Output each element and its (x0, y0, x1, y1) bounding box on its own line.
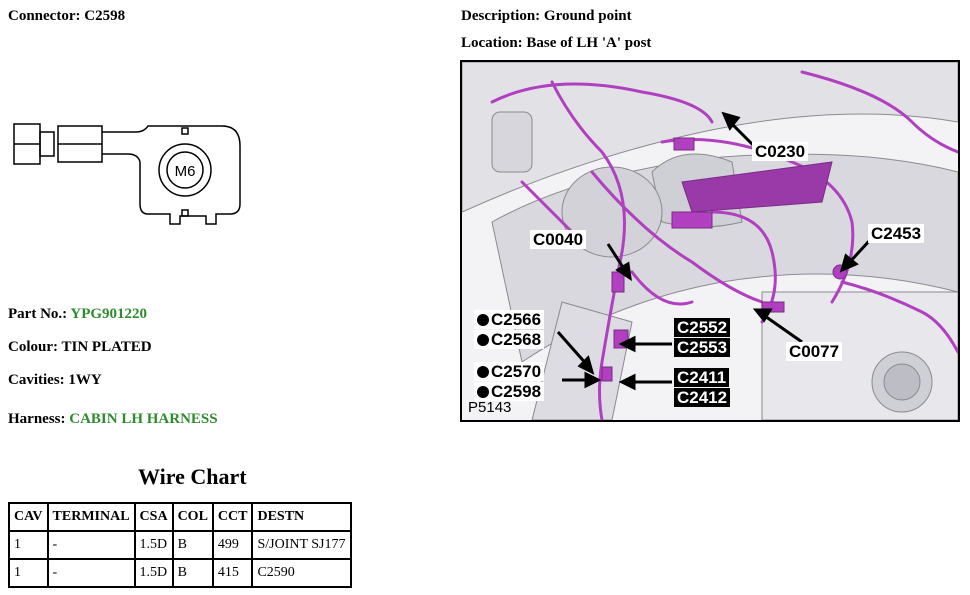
harness-field: Harness: CABIN LH HARNESS (8, 411, 218, 428)
table-row: 1 - 1.5D B 499 S/JOINT SJ177 (8, 530, 352, 560)
cell-terminal: - (46, 530, 136, 560)
header-col: COL (171, 502, 214, 532)
description-field: Description: Ground point (461, 8, 632, 25)
callout-c0040[interactable]: C0040 (530, 230, 587, 249)
wire-chart-table: CAV TERMINAL CSA COL CCT DESTN 1 - 1.5D … (8, 502, 352, 588)
cell-col: B (171, 558, 214, 588)
callout-c2598[interactable]: C2598 (474, 382, 545, 401)
cell-csa: 1.5D (133, 530, 174, 560)
cavities-label: Cavities: (8, 372, 65, 388)
picture-code: P5143 (468, 399, 512, 416)
table-row: 1 - 1.5D B 415 C2590 (8, 558, 352, 588)
location-field: Location: Base of LH 'A' post (461, 35, 651, 52)
connector-value: C2598 (84, 8, 126, 24)
cell-cct: 415 (211, 558, 254, 588)
callout-c2570[interactable]: C2570 (474, 362, 545, 381)
harness-value[interactable]: CABIN LH HARNESS (69, 411, 218, 427)
colour-field: Colour: TIN PLATED (8, 339, 152, 356)
cell-terminal: - (46, 558, 136, 588)
bullet-icon (477, 314, 489, 326)
cavities-value: 1WY (68, 372, 102, 388)
location-picture: C0230 C0040 C2453 C2566 C2568 C2552 C255… (460, 60, 960, 422)
location-label: Location: (461, 35, 523, 51)
description-label: Description: (461, 8, 541, 24)
harness-label: Harness: (8, 411, 66, 427)
colour-label: Colour: (8, 339, 58, 355)
callout-c2411[interactable]: C2411 (674, 368, 730, 387)
callout-c2566[interactable]: C2566 (474, 310, 545, 329)
bullet-icon (477, 334, 489, 346)
callout-c2568[interactable]: C2568 (474, 330, 545, 349)
wire-chart-title: Wire Chart (138, 464, 247, 489)
bullet-icon (477, 366, 489, 378)
bullet-icon (477, 386, 489, 398)
cell-csa: 1.5D (133, 558, 174, 588)
header-csa: CSA (133, 502, 174, 532)
header-terminal: TERMINAL (46, 502, 136, 532)
cell-col: B (171, 530, 214, 560)
stud-label: M6 (175, 163, 196, 180)
callout-c0230[interactable]: C0230 (752, 142, 809, 161)
cavities-field: Cavities: 1WY (8, 372, 102, 389)
colour-value: TIN PLATED (61, 339, 152, 355)
cell-cav: 1 (8, 558, 49, 588)
callout-c0077[interactable]: C0077 (786, 342, 843, 361)
callout-c2553[interactable]: C2553 (674, 338, 731, 357)
callout-c2412[interactable]: C2412 (674, 388, 731, 407)
location-value: Base of LH 'A' post (526, 35, 652, 51)
wire-chart-header-row: CAV TERMINAL CSA COL CCT DESTN (8, 502, 352, 532)
cell-destn[interactable]: C2590 (251, 558, 352, 588)
connector-label: Connector: (8, 8, 81, 24)
cell-destn[interactable]: S/JOINT SJ177 (251, 530, 352, 560)
description-value: Ground point (543, 8, 632, 24)
part-no-field: Part No.: YPG901220 (8, 306, 147, 323)
cell-cav: 1 (8, 530, 49, 560)
part-no-value[interactable]: YPG901220 (70, 306, 148, 322)
header-cct: CCT (211, 502, 254, 532)
header-cav: CAV (8, 502, 49, 532)
callout-c2453[interactable]: C2453 (868, 224, 925, 243)
connector-drawing: M6 (13, 123, 241, 225)
connector-field: Connector: C2598 (8, 8, 125, 25)
cell-cct: 499 (211, 530, 254, 560)
part-no-label: Part No.: (8, 306, 68, 322)
header-destn: DESTN (251, 502, 352, 532)
callout-c2552[interactable]: C2552 (674, 318, 731, 337)
